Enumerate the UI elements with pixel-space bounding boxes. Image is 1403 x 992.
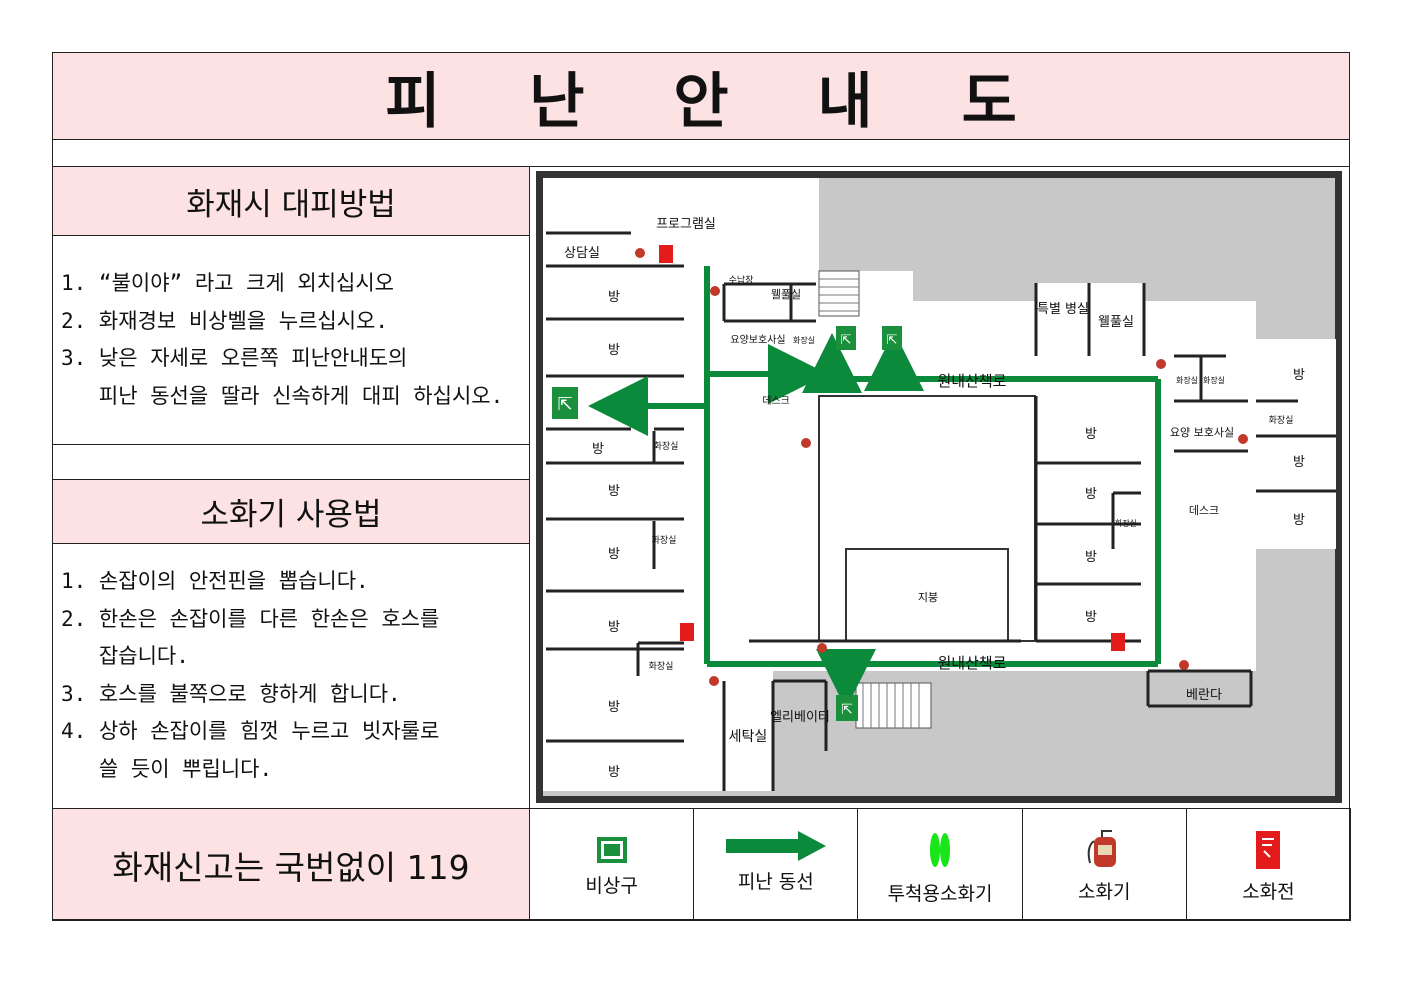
ext-step-4: 4. 상하 손잡이를 힘껏 누르고 빗자룰로: [61, 719, 440, 743]
fire-extinguisher-icon: [1087, 830, 1117, 867]
fire-hydrant-icon: [680, 623, 694, 641]
legend-route: 피난 동선: [694, 809, 859, 920]
label-room: 방: [1293, 513, 1305, 528]
extinguisher-heading: 소화기 사용법: [52, 479, 530, 544]
label-veranda: 베란다: [1186, 688, 1222, 703]
emergency-exit-icon: ⇱: [836, 326, 856, 350]
label-storage: 수납장: [729, 275, 754, 286]
label-walk-path-top: 원내산책로: [937, 372, 1006, 390]
emergency-exit-icon: ⇱: [836, 695, 858, 721]
legend-throw: 투척용소화기: [858, 809, 1023, 920]
spacer-row: [52, 139, 1350, 167]
extinguisher-icons: [635, 248, 1248, 686]
extinguisher-steps: 1. 손잡이의 안전핀을 뽑습니다. 2. 한손은 손잡이를 다른 한손은 호스…: [52, 543, 530, 809]
ext-step-4-cont: 쓸 듯이 뿌립니다.: [61, 756, 273, 781]
fire-report-banner: 화재신고는 국번없이 119: [52, 808, 530, 921]
evacuation-route: [588, 266, 1161, 709]
label-care-office-2: 요양 보호사실: [1170, 426, 1234, 439]
emergency-exit-icon: [596, 837, 627, 863]
label-wellfull: 웰풀실: [1098, 315, 1134, 330]
route-arrow-icon: [725, 831, 826, 861]
label-room: 방: [608, 290, 620, 305]
inner-walls: [722, 282, 1336, 791]
legend-exit-label: 비상구: [585, 875, 638, 897]
fire-evacuation-steps: 1. “불이야” 라고 크게 외치십시오 2. 화재경보 비상벨을 누르십시오.…: [52, 235, 530, 445]
label-toilet-left-3: 화장실: [649, 661, 674, 672]
label-room: 방: [592, 442, 604, 457]
label-elevator: 엘리베이터: [770, 710, 830, 725]
legend-hydrant-label: 소화전: [1242, 881, 1295, 903]
emergency-exit-icon: ⇱: [882, 326, 902, 350]
label-room: 방: [608, 620, 620, 635]
label-room: 방: [1085, 487, 1097, 502]
svg-text:⇱: ⇱: [841, 333, 852, 348]
fire-hydrant-icon: [1256, 831, 1281, 869]
floor-map-svg: ⇱ ⇱ ⇱ ⇱ 프로그램실 상담실 방 방 방 방 방 방 방 방 수납장 웰풀…: [536, 171, 1342, 803]
ext-step-1: 1. 손잡이의 안전핀을 뽑습니다.: [61, 569, 369, 593]
label-room: 방: [1085, 550, 1097, 565]
fire-hydrant-icon: [1111, 633, 1125, 651]
label-desk-2: 데스크: [1189, 504, 1219, 517]
legend-extinguisher-label: 소화기: [1077, 881, 1131, 903]
map-labels: 프로그램실 상담실 방 방 방 방 방 방 방 방 수납장 웰풀실 요양보호사실…: [564, 217, 1305, 780]
label-special-ward: 특별 병실: [1037, 302, 1089, 317]
fire-step-3-cont: 피난 동선을 딸라 신속하게 대피 하십시오.: [61, 383, 504, 408]
page-title: 피 난 안 내 도: [385, 66, 1051, 137]
label-roof: 지붕: [918, 591, 938, 604]
label-room: 방: [1293, 455, 1305, 470]
label-room: 방: [1293, 368, 1305, 383]
label-room: 방: [1085, 610, 1097, 625]
label-room: 방: [1085, 427, 1097, 442]
label-counsel: 상담실: [564, 246, 600, 261]
label-care-office: 요양보호사실: [730, 334, 785, 346]
label-program: 프로그램실: [656, 217, 716, 232]
label-wellbeing: 웰풀실: [771, 288, 801, 301]
fire-step-1: 1. “불이야” 라고 크게 외치십시오: [61, 271, 394, 295]
ext-step-3: 3. 호스를 불쪽으로 향하게 합니다.: [61, 681, 401, 706]
svg-text:⇱: ⇱: [841, 702, 853, 718]
label-room: 방: [608, 484, 620, 499]
floor-map: ⇱ ⇱ ⇱ ⇱ 프로그램실 상담실 방 방 방 방 방 방 방 방 수납장 웰풀…: [536, 171, 1342, 803]
ext-step-2-cont: 잡습니다.: [61, 644, 189, 668]
label-toilet-left-1: 화장실: [654, 441, 679, 452]
label-small-room: 화장실: [793, 335, 815, 345]
label-toilet-r1: 화장실: [1176, 375, 1198, 385]
label-room: 방: [608, 765, 620, 780]
legend-exit: 비상구: [530, 809, 695, 920]
stairs-lower: [855, 682, 932, 729]
legend-route-label: 피난 동선: [737, 871, 814, 893]
svg-text:⇱: ⇱: [887, 333, 898, 348]
fire-evacuation-heading: 화재시 대피방법: [52, 166, 530, 236]
label-toilet-left-2: 화장실: [652, 535, 677, 546]
throwing-extinguisher-icon: [930, 833, 950, 867]
label-room: 방: [608, 343, 620, 358]
extinguisher-title: 소화기 사용법: [200, 497, 382, 533]
label-room: 방: [608, 700, 620, 715]
stairs-upper: [818, 270, 860, 317]
title-bar: 피 난 안 내 도: [52, 52, 1350, 140]
fire-report-text: 화재신고는 국번없이 119: [112, 847, 470, 887]
label-toilet: 화장실: [1269, 415, 1294, 426]
label-toilet-center: 화장실: [1115, 518, 1137, 528]
label-walk-path-bottom: 원내산책로: [937, 654, 1006, 672]
fire-step-2: 2. 화재경보 비상벨을 누르십시오.: [61, 308, 389, 333]
label-toilet-r2: 화장실: [1203, 375, 1225, 385]
legend-throw-label: 투척용소화기: [887, 883, 993, 905]
roof-block: [845, 548, 1009, 642]
label-room: 방: [608, 547, 620, 562]
emergency-exit-icon: ⇱: [552, 387, 578, 419]
legend: 비상구 피난 동선 투척용소화기 소화기 소화전: [529, 808, 1351, 921]
label-laundry: 세탁실: [729, 729, 768, 745]
fire-evacuation-title: 화재시 대피방법: [186, 186, 396, 223]
fire-step-3: 3. 낮은 자세로 오른쪽 피난안내도의: [61, 346, 408, 370]
svg-text:⇱: ⇱: [557, 394, 572, 415]
legend-extinguisher: 소화기: [1023, 809, 1187, 920]
ext-step-2: 2. 한손은 손잡이를 다른 한손은 호스를: [61, 606, 440, 631]
legend-hydrant: 소화전: [1187, 809, 1350, 920]
label-desk: 데스크: [762, 395, 790, 407]
left-rooms-walls: [546, 231, 684, 743]
fire-hydrant-icon: [659, 245, 673, 263]
